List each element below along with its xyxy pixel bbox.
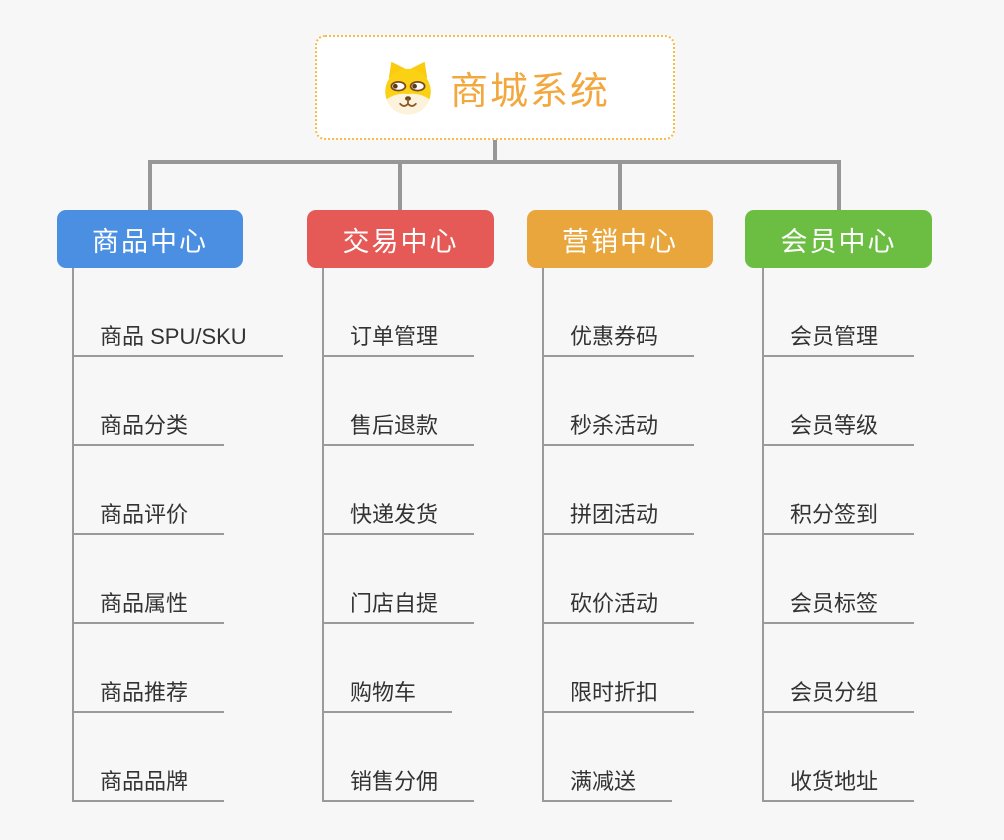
leaf-item[interactable]: 收货地址 (762, 769, 915, 802)
leaf-item[interactable]: 商品属性 (72, 591, 225, 624)
branch-label: 交易中心 (342, 226, 459, 257)
connector-horizontal-bus (148, 160, 841, 164)
leaf-item[interactable]: 会员管理 (762, 324, 915, 357)
leaf-item[interactable]: 售后退款 (322, 413, 475, 446)
leaf-item[interactable]: 商品 SPU/SKU (72, 324, 283, 357)
branch-label: 商品中心 (92, 226, 208, 257)
branch-node-member-center[interactable]: 会员中心 (745, 210, 932, 268)
leaf-item[interactable]: 商品分类 (72, 413, 225, 446)
connector-root-drop (493, 140, 497, 162)
leaf-item[interactable]: 商品推荐 (72, 680, 225, 713)
leaf-item[interactable]: 积分签到 (762, 502, 915, 535)
leaf-item[interactable]: 购物车 (322, 680, 453, 713)
connector-drop-marketing (618, 160, 622, 210)
leaf-item[interactable]: 订单管理 (322, 324, 475, 357)
leaf-item[interactable]: 会员标签 (762, 591, 915, 624)
root-node-label: 商城系统 (449, 71, 610, 113)
connector-drop-trade (398, 160, 402, 210)
leaf-item[interactable]: 商品评价 (72, 502, 225, 535)
leaf-item[interactable]: 门店自提 (322, 591, 475, 624)
leaf-item[interactable]: 商品品牌 (72, 769, 225, 802)
branch-node-product-center[interactable]: 商品中心 (57, 210, 243, 268)
shiba-dog-icon (385, 61, 431, 114)
branch-label: 会员中心 (780, 226, 897, 257)
connector-drop-product (148, 160, 152, 210)
branch-label: 营销中心 (562, 226, 678, 257)
branch-node-trade-center[interactable]: 交易中心 (307, 210, 494, 268)
connector-drop-member (837, 160, 841, 210)
branch-node-marketing-center[interactable]: 营销中心 (527, 210, 713, 268)
root-node[interactable]: 商城系统 (315, 35, 675, 140)
leaf-item[interactable]: 会员分组 (762, 680, 915, 713)
leaf-item[interactable]: 快递发货 (322, 502, 475, 535)
leaf-item[interactable]: 秒杀活动 (542, 413, 695, 446)
leaf-item[interactable]: 满减送 (542, 769, 673, 802)
leaf-item[interactable]: 拼团活动 (542, 502, 695, 535)
leaf-item[interactable]: 优惠券码 (542, 324, 695, 357)
leaf-item[interactable]: 会员等级 (762, 413, 915, 446)
leaf-item[interactable]: 销售分佣 (322, 769, 475, 802)
leaf-item[interactable]: 砍价活动 (542, 591, 695, 624)
leaf-item[interactable]: 限时折扣 (542, 680, 695, 713)
